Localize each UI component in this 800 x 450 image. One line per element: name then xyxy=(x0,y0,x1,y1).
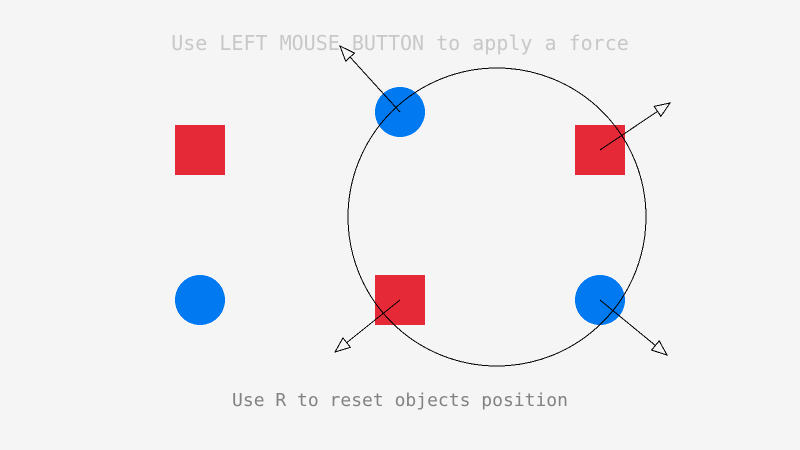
force-arrow-head xyxy=(339,45,356,63)
physics-object-square[interactable] xyxy=(175,125,225,175)
force-arrow-head xyxy=(650,339,669,356)
force-arrow-head xyxy=(333,337,352,353)
physics-object-circle[interactable] xyxy=(175,275,225,325)
force-arrow-head xyxy=(653,102,672,118)
force-radius-outline xyxy=(347,67,647,367)
